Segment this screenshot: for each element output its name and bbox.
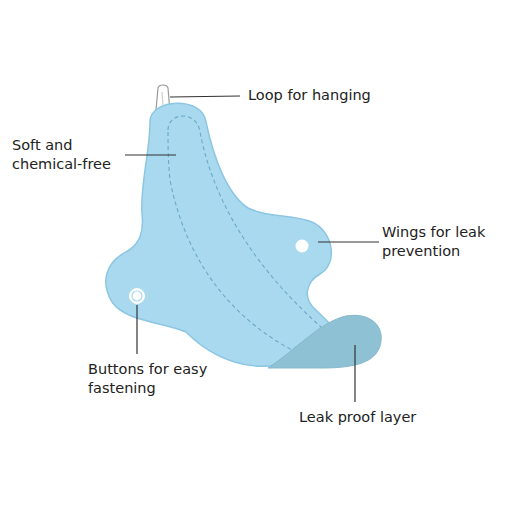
leader-line [354,345,355,402]
part-label: Buttons for easy fastening [88,360,238,398]
stitch-line [168,116,322,350]
leader-lines [125,96,379,402]
pad-body [106,103,336,366]
leak-proof-layer [268,315,381,368]
leader-line [170,96,240,97]
part-label: Soft and chemical-free [12,136,124,174]
button-left [130,289,145,304]
leader-line [125,154,176,155]
part-label: Leak proof layer [299,408,416,427]
button-wing [296,240,309,253]
leader-line [136,305,137,354]
leader-line [318,241,379,242]
part-label: Loop for hanging [248,86,371,105]
part-label: Wings for leak prevention [382,223,506,261]
